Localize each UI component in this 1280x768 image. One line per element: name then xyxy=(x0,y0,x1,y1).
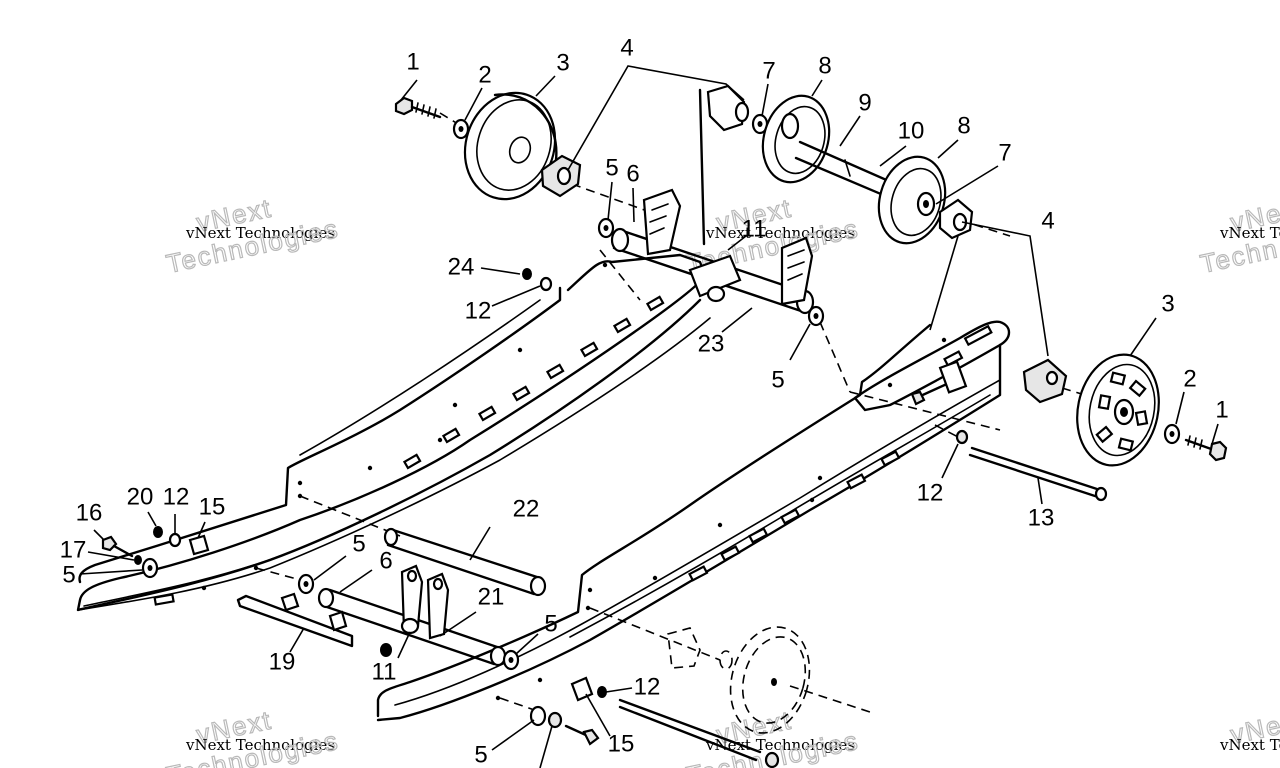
bolt-assembly-right-rail xyxy=(910,360,968,406)
callout-17: 17 xyxy=(60,536,87,563)
bolt-bottom xyxy=(564,698,780,768)
callout-19: 19 xyxy=(269,648,296,675)
callout-20: 20 xyxy=(127,483,154,510)
bolt-16 xyxy=(101,535,134,558)
callout-4: 4 xyxy=(1041,207,1054,234)
callout-6: 6 xyxy=(626,160,639,187)
idler-wheel-left xyxy=(463,91,558,201)
callout-8: 8 xyxy=(957,112,970,139)
watermark: vNext vNext Te xyxy=(1219,704,1280,754)
bolt-1-top-left xyxy=(394,96,442,119)
bearing-block-4-lower xyxy=(1022,358,1068,404)
washer-5-mid xyxy=(807,305,825,327)
callout-8: 8 xyxy=(818,52,831,79)
callout-16: 16 xyxy=(76,499,103,526)
callout-23: 23 xyxy=(698,330,725,357)
long-bolt-13 xyxy=(955,429,1108,502)
watermark-name: vNext Technologies xyxy=(705,224,855,242)
callout-12: 12 xyxy=(634,673,661,700)
washer-5-top xyxy=(597,217,615,239)
callout-1: 1 xyxy=(406,48,419,75)
watermark-name: vNext Technologies xyxy=(185,224,335,242)
right-rail xyxy=(376,320,1011,722)
callout-21: 21 xyxy=(478,583,505,610)
leader-lines xyxy=(79,65,1219,768)
bolt-17 xyxy=(134,555,142,565)
clip-15-left xyxy=(188,534,210,556)
callout-6: 6 xyxy=(379,547,392,574)
callout-5: 5 xyxy=(605,154,618,181)
callout-15: 15 xyxy=(199,493,226,520)
right-rail-holes xyxy=(495,337,947,701)
watermark-name: vNext Te xyxy=(1219,736,1280,754)
callout-3: 3 xyxy=(556,49,569,76)
bolt-1-right xyxy=(1184,435,1228,462)
callout-9: 9 xyxy=(858,89,871,116)
assembly-axes xyxy=(255,112,1086,713)
callout-2: 2 xyxy=(478,61,491,88)
cross-shaft-23 xyxy=(610,88,815,315)
watermark-name: vNext Technologies xyxy=(185,736,335,754)
callout-10: 10 xyxy=(898,117,925,144)
callout-12: 12 xyxy=(163,483,190,510)
left-rail-holes xyxy=(201,262,608,591)
left-rail-slots xyxy=(153,295,665,606)
callout-labels: 1 2 3 4 7 8 9 10 8 7 4 5 6 11 24 12 23 5… xyxy=(60,34,1229,768)
callout-3: 3 xyxy=(1161,290,1174,317)
nut-20 xyxy=(153,526,163,538)
callout-11: 11 xyxy=(742,215,767,242)
callout-4: 4 xyxy=(620,34,633,61)
washer-12-left xyxy=(168,532,182,548)
watermark-name: vNext Te xyxy=(1219,224,1280,242)
bearing-block-4-top xyxy=(706,84,750,132)
cross-shaft-21 xyxy=(317,564,507,667)
wheel-3-right xyxy=(1076,353,1160,467)
callout-11: 11 xyxy=(372,658,397,685)
clip-15-bottom xyxy=(570,676,594,702)
callout-15: 15 xyxy=(608,730,635,757)
callout-12: 12 xyxy=(917,479,944,506)
watermark-big-line-2: Techn xyxy=(1198,233,1280,279)
watermark: vNext vNext Te Techn xyxy=(1197,192,1280,280)
callout-7: 7 xyxy=(998,139,1011,166)
washer-12-top xyxy=(539,276,553,292)
axle-9 xyxy=(794,140,902,202)
callout-7: 7 xyxy=(762,57,775,84)
nut-12-bottom xyxy=(597,686,607,698)
watermark: vNext vNext Technologies Technologies xyxy=(163,192,342,280)
callout-2: 2 xyxy=(1183,365,1196,392)
wheel-8-lower xyxy=(877,155,947,245)
callout-5: 5 xyxy=(352,530,365,557)
watermark: vNext vNext Technologies Technologies xyxy=(163,704,342,768)
callout-13: 13 xyxy=(1028,504,1055,531)
left-rail xyxy=(76,253,711,612)
callout-5: 5 xyxy=(474,741,487,768)
nut-11-lower xyxy=(380,643,392,657)
washer-2-top-left xyxy=(452,118,470,140)
callout-1: 1 xyxy=(1215,396,1228,423)
washer-5-left xyxy=(141,557,159,579)
callout-12: 12 xyxy=(465,297,492,324)
nut-24 xyxy=(522,268,532,280)
callout-22: 22 xyxy=(513,495,540,522)
callout-24: 24 xyxy=(448,253,475,280)
callout-5: 5 xyxy=(544,610,557,637)
washer-5-lower-right xyxy=(502,649,520,671)
slide-bracket-19 xyxy=(236,592,354,648)
callout-5: 5 xyxy=(62,561,75,588)
washer-5-bottom xyxy=(529,705,563,729)
watermark-name: vNext Technologies xyxy=(705,736,855,754)
cross-tube-22 xyxy=(383,527,547,597)
wheel-8-top xyxy=(761,94,831,184)
callout-5: 5 xyxy=(771,366,784,393)
phantom-wheel-optional xyxy=(667,626,871,734)
bearing-block-4-right xyxy=(938,198,974,240)
right-rail-slots xyxy=(688,324,993,582)
washer-5-lower-left xyxy=(297,573,315,595)
washer-2-right xyxy=(1163,423,1181,445)
